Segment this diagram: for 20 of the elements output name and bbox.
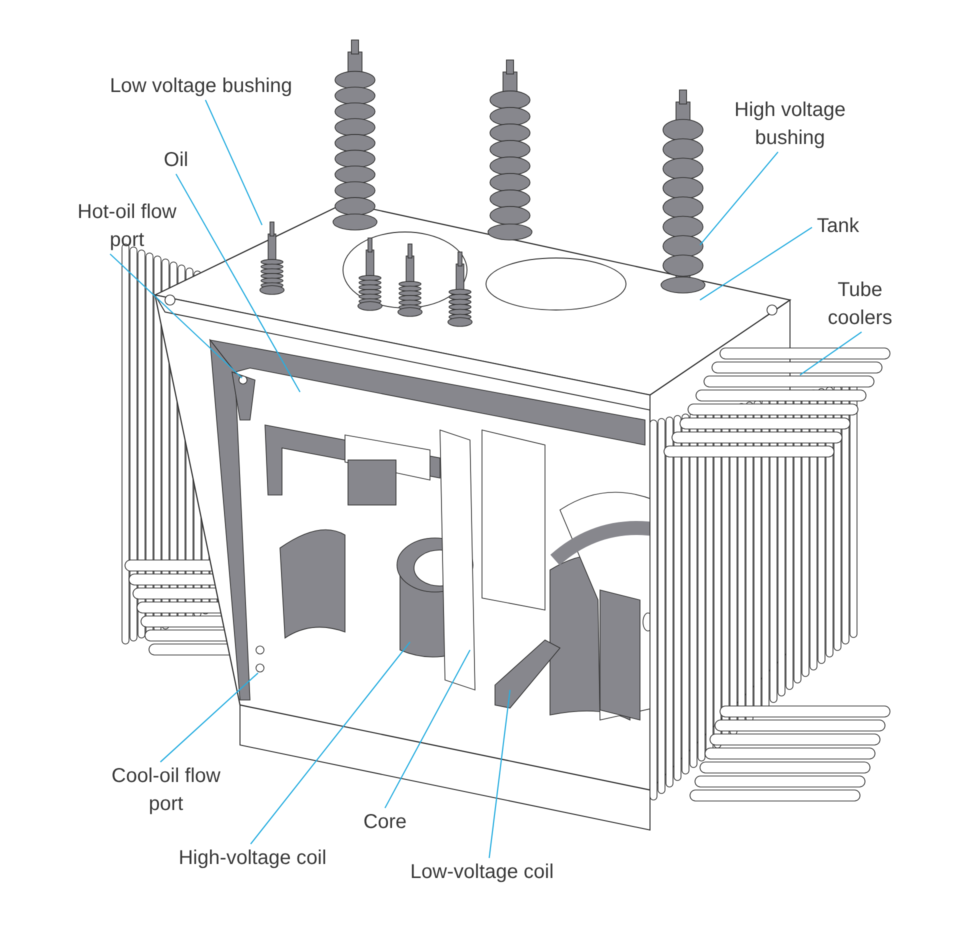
part-label: Tank (812, 212, 864, 240)
leader-line (800, 332, 862, 376)
leader-line (700, 152, 778, 246)
part-label: High voltage bushing (715, 96, 865, 152)
part-label: Low voltage bushing (90, 72, 312, 100)
leader-line (204, 100, 263, 226)
leader-line (384, 650, 471, 808)
leader-line (488, 690, 511, 858)
leader-line (250, 642, 410, 844)
part-label: Oil (158, 146, 194, 174)
part-label: Core (357, 808, 413, 836)
part-label: Low-voltage coil (392, 858, 572, 886)
part-label: High-voltage coil (160, 844, 345, 872)
leader-line (110, 254, 242, 378)
leader-line (175, 174, 301, 392)
leader-line (160, 672, 258, 762)
leader-line (700, 226, 812, 300)
part-label: Tube coolers (820, 276, 900, 332)
part-label: Cool-oil flow port (110, 762, 222, 818)
part-label: Hot-oil flow port (62, 198, 192, 254)
